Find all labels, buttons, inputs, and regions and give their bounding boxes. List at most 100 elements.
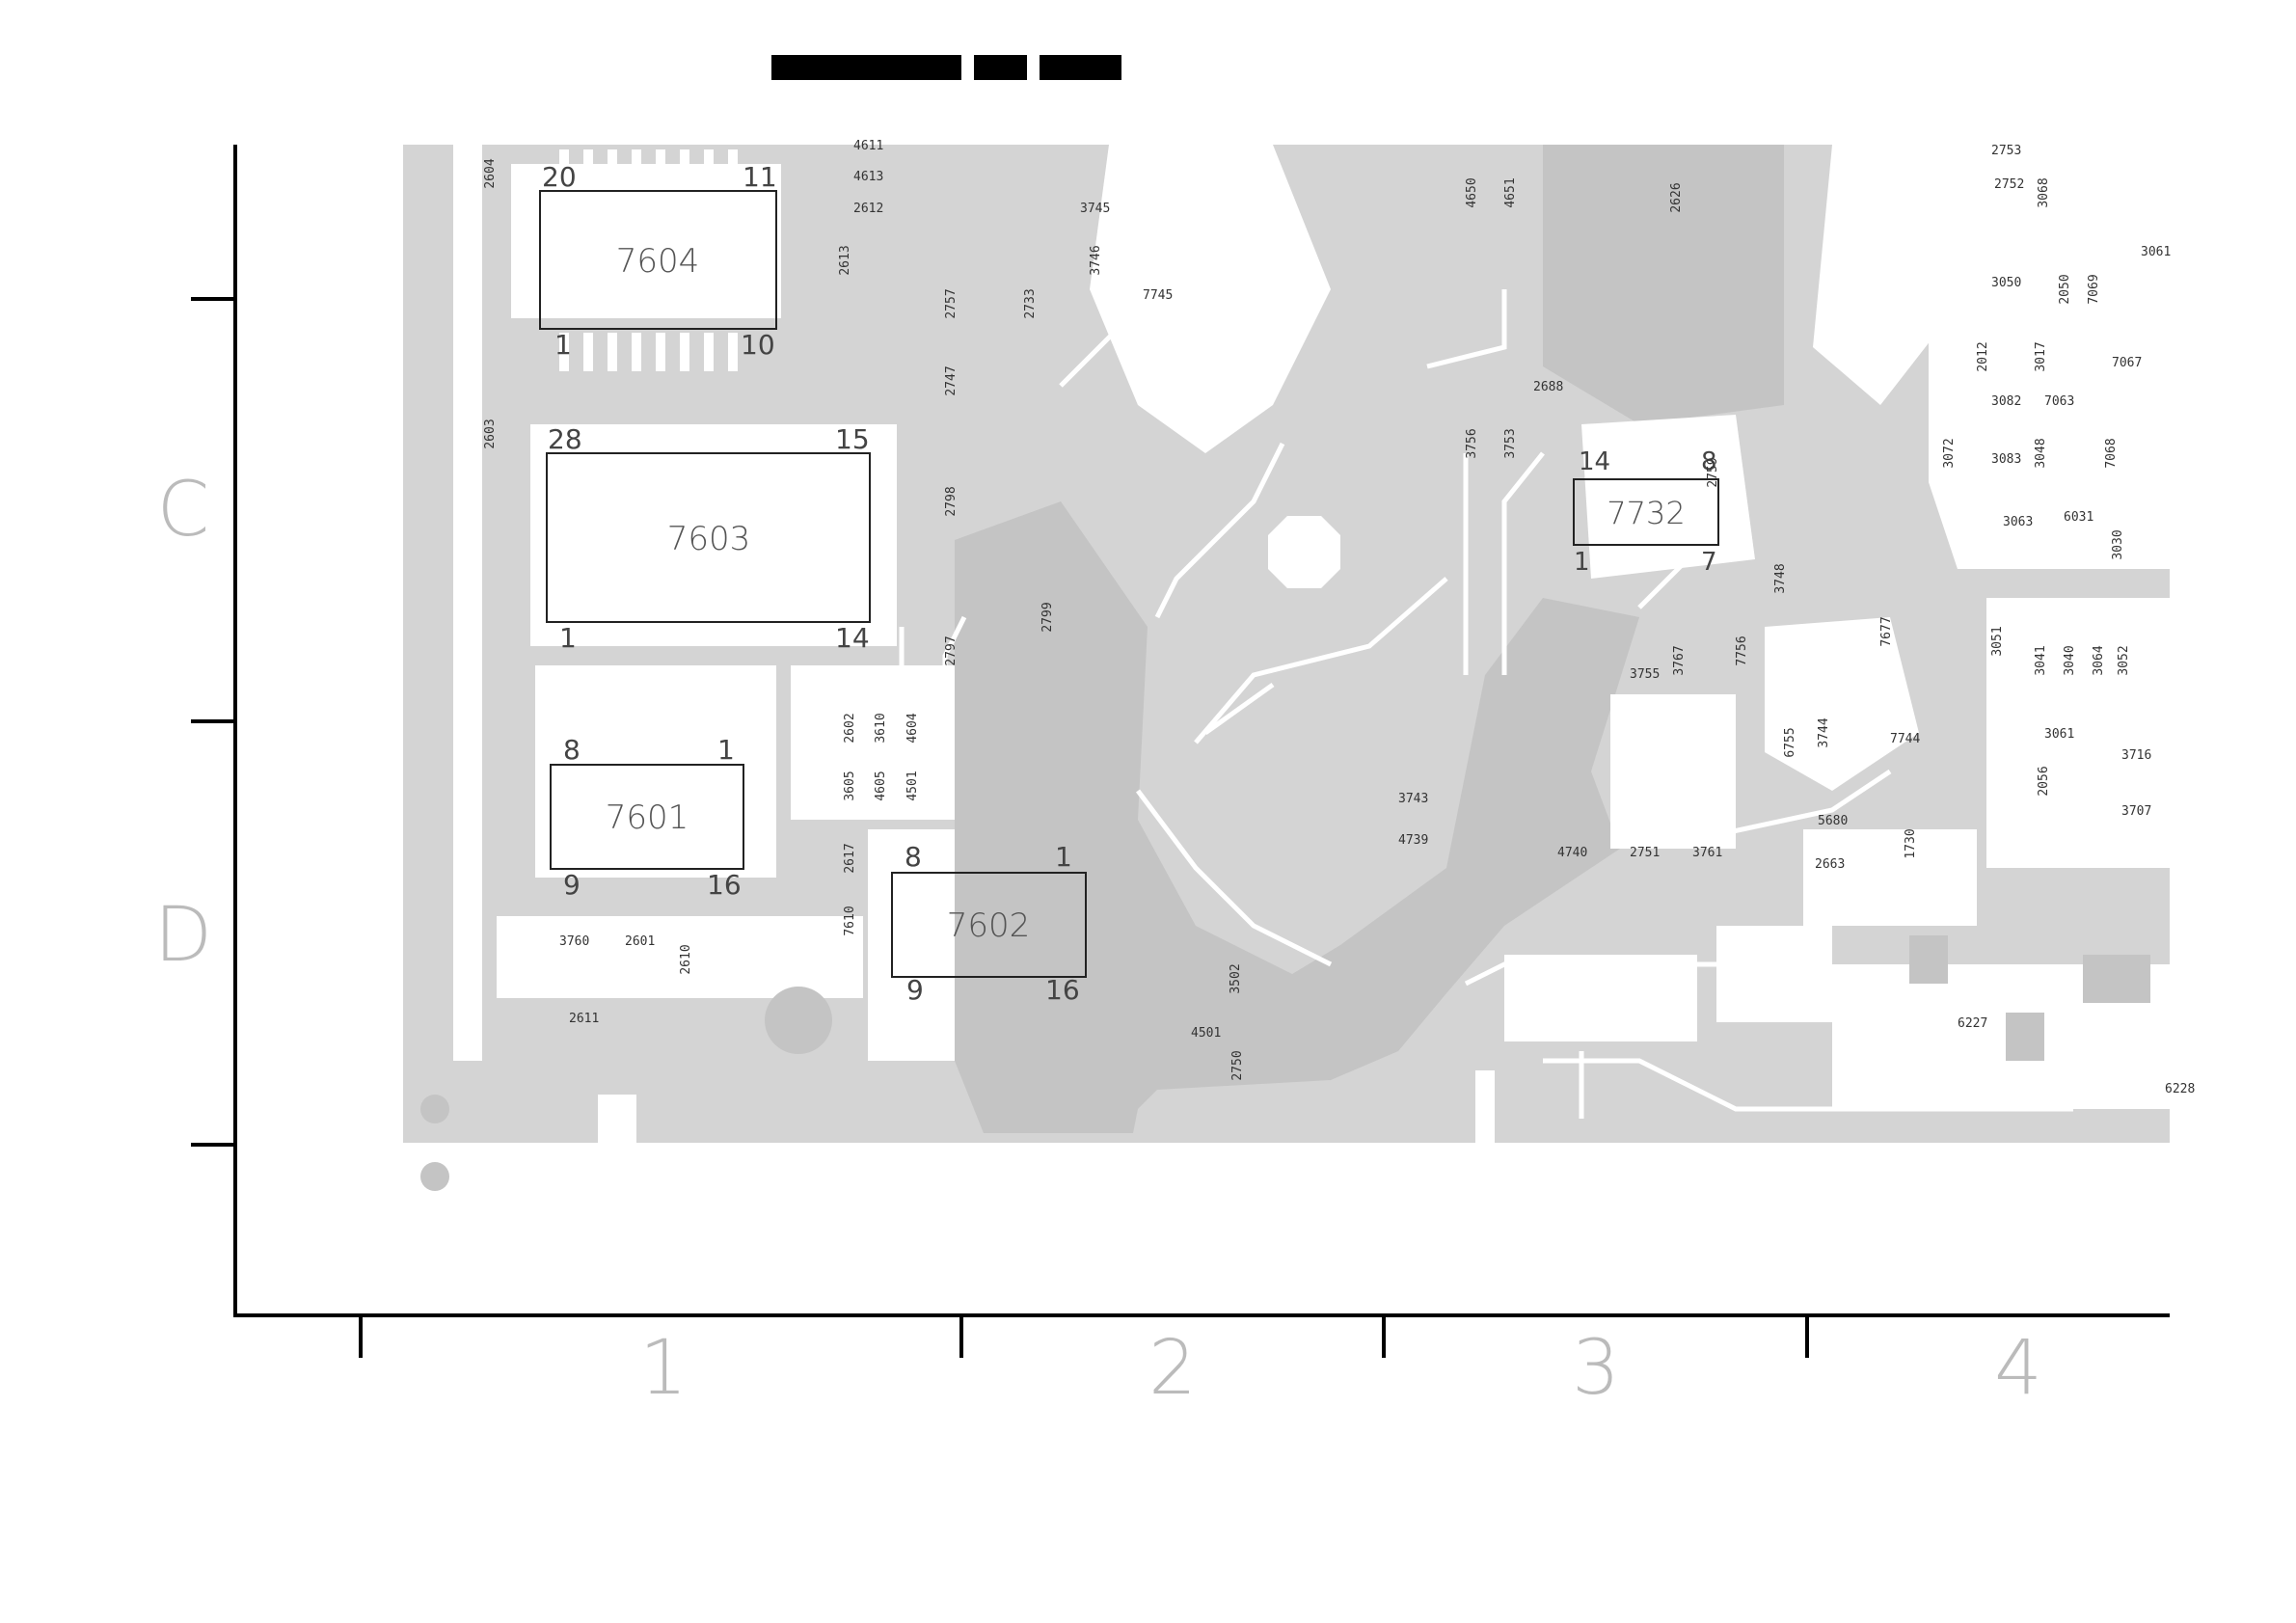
ic-7602: 7602 8 1 9 16 <box>891 841 1087 1006</box>
column-label-2: 2 <box>1148 1325 1197 1412</box>
ic-label: 7604 <box>616 242 700 281</box>
pin-label: 1 <box>559 622 577 654</box>
column-label-3: 3 <box>1572 1325 1620 1412</box>
octagon-pad <box>1268 516 1340 588</box>
pin-label: 10 <box>741 329 775 361</box>
pin-label: 1 <box>717 734 735 766</box>
ic-7603: 7603 28 15 1 14 <box>546 423 871 654</box>
component-reference: 7610 <box>843 906 857 935</box>
row-label-d: D <box>154 892 212 979</box>
component-reference: 3017 <box>2034 341 2048 371</box>
component-reference: 2617 <box>843 843 857 873</box>
component-reference: 2613 <box>838 245 852 275</box>
component-reference: 2610 <box>679 944 693 974</box>
component-reference: 4501 <box>1191 1026 1221 1041</box>
component-reference: 2798 <box>944 486 959 516</box>
component-reference: 4605 <box>874 771 888 800</box>
header-bar <box>974 55 1027 80</box>
component-reference: 4740 <box>1557 846 1587 860</box>
component-reference: 3743 <box>1398 792 1428 806</box>
component-reference: 2750 <box>1230 1050 1245 1080</box>
component-reference: 3083 <box>1991 452 2021 467</box>
pin-label: 1 <box>554 329 572 361</box>
component-reference: 2050 <box>2058 274 2072 304</box>
component-reference: 3610 <box>874 713 888 743</box>
component-reference: 7744 <box>1890 732 1920 746</box>
ic-label: 7603 <box>667 520 751 558</box>
component-reference: 2752 <box>1994 177 2024 192</box>
component-reference: 7756 <box>1735 636 1749 665</box>
component-reference: 2799 <box>1040 602 1055 632</box>
component-reference: 2753 <box>1991 144 2021 158</box>
component-reference: 3068 <box>2037 177 2051 207</box>
component-reference: 2604 <box>483 158 498 188</box>
component-reference: 3502 <box>1229 963 1243 993</box>
component-reference: 2797 <box>944 636 959 665</box>
component-reference: 3050 <box>1991 276 2021 290</box>
component-reference: 4611 <box>853 139 883 153</box>
component-reference: 2759 <box>1706 457 1720 487</box>
pin-label: 8 <box>905 841 922 873</box>
component-reference: 2603 <box>483 419 498 448</box>
component-reference: 3605 <box>843 771 857 800</box>
component-reference: 3744 <box>1817 717 1831 747</box>
component-reference: 4650 <box>1465 177 1479 207</box>
component-reference: 2056 <box>2037 766 2051 796</box>
component-reference: 6031 <box>2064 510 2093 525</box>
column-label-4: 4 <box>1994 1325 2042 1412</box>
pin-label: 14 <box>1579 447 1610 476</box>
traces <box>899 191 2073 1119</box>
component-reference: 3061 <box>2044 727 2074 742</box>
ic-7601: 7601 8 1 9 16 <box>550 734 744 901</box>
pin-label: 9 <box>563 869 581 901</box>
component-reference: 2663 <box>1815 857 1845 872</box>
ic-7732: 7732 14 8 1 7 <box>1573 447 1719 577</box>
component-reference: 3707 <box>2121 804 2151 819</box>
pin-label: 28 <box>548 423 582 455</box>
component-reference: 3748 <box>1773 563 1788 593</box>
ic-label: 7732 <box>1607 495 1685 531</box>
copper-layer <box>403 145 2170 1191</box>
component-reference: 3048 <box>2034 438 2048 468</box>
ic-label: 7602 <box>947 906 1031 945</box>
pin-label: 9 <box>906 974 924 1006</box>
component-reference: 3061 <box>2141 245 2171 259</box>
component-reference: 3761 <box>1692 846 1722 860</box>
component-reference: 3716 <box>2121 748 2151 763</box>
header-bar <box>1040 55 1121 80</box>
component-reference: 1730 <box>1904 828 1918 858</box>
pin-label: 1 <box>1574 548 1590 577</box>
component-reference: 3064 <box>2092 645 2106 675</box>
pin-label: 14 <box>835 622 870 654</box>
component-reference: 6227 <box>1958 1016 1987 1031</box>
component-reference: 2602 <box>843 713 857 743</box>
component-reference: 3082 <box>1991 394 2021 409</box>
component-reference: 4501 <box>905 771 920 800</box>
component-reference: 2688 <box>1533 380 1563 394</box>
component-reference: 7063 <box>2044 394 2074 409</box>
header-bar <box>771 55 961 80</box>
component-reference: 2626 <box>1669 182 1684 212</box>
pin-label: 16 <box>1045 974 1080 1006</box>
component-reference: 3745 <box>1080 202 1110 216</box>
component-reference: 7745 <box>1143 288 1173 303</box>
component-reference: 3753 <box>1503 428 1518 458</box>
component-reference: 3052 <box>2117 645 2131 675</box>
component-reference: 7067 <box>2112 356 2142 370</box>
component-reference: 2751 <box>1630 846 1660 860</box>
component-reference: 7677 <box>1879 616 1894 646</box>
component-reference: 6755 <box>1783 727 1797 757</box>
component-reference: 4604 <box>905 713 920 743</box>
component-reference: 3051 <box>1990 626 2005 656</box>
component-reference: 2012 <box>1976 341 1990 371</box>
ic-label: 7601 <box>606 798 689 837</box>
component-reference: 3030 <box>2111 529 2125 559</box>
component-reference: 3760 <box>559 934 589 949</box>
component-reference: 7069 <box>2087 274 2101 304</box>
header-bars <box>771 55 1121 80</box>
row-label-c: C <box>157 467 209 554</box>
component-reference: 7068 <box>2104 438 2119 468</box>
component-reference: 4613 <box>853 170 883 184</box>
